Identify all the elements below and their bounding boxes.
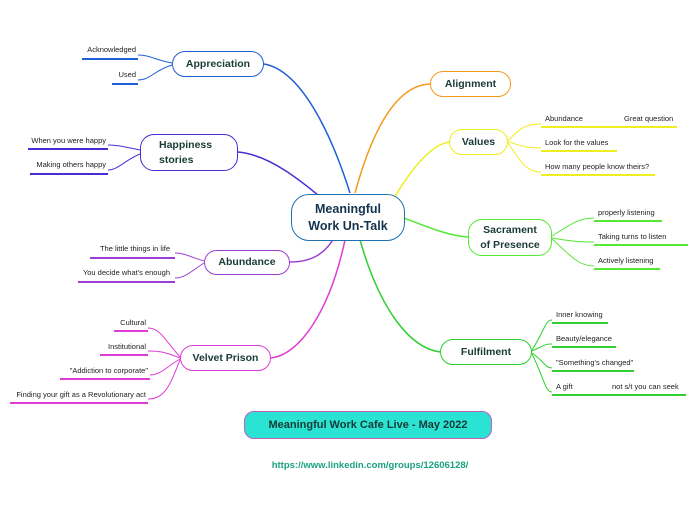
leaf-underline xyxy=(619,126,677,128)
leaf-underline xyxy=(541,126,619,128)
leaf-not-something-you-can-seek[interactable]: not s/t you can seek xyxy=(612,382,679,391)
leaf-great-question[interactable]: Great question xyxy=(624,114,674,123)
leaf-underline xyxy=(552,322,608,324)
leaf-underline xyxy=(594,268,660,270)
topic-happiness-stories[interactable]: Happiness stories xyxy=(140,134,238,171)
connector-fulfilment xyxy=(359,239,441,353)
leaf-how-many-people[interactable]: How many people know theirs? xyxy=(545,162,650,171)
leaf-taking-turns[interactable]: Taking turns to listen xyxy=(598,232,667,241)
leaf-underline xyxy=(100,354,148,356)
leaf-a-gift[interactable]: A gift xyxy=(556,382,573,391)
leaf-underline xyxy=(10,402,148,404)
topic-alignment[interactable]: Alignment xyxy=(430,71,511,97)
leaf-inner-knowing[interactable]: Inner knowing xyxy=(556,310,603,319)
leaf-underline xyxy=(552,394,608,396)
topic-fulfilment-label: Fulfilment xyxy=(460,345,512,358)
leaf-underline xyxy=(594,220,662,222)
leaf-acknowledged[interactable]: Acknowledged xyxy=(87,45,136,54)
topic-fulfilment[interactable]: Fulfilment xyxy=(440,339,532,365)
leaf-underline xyxy=(608,394,686,396)
central-topic[interactable]: Meaningful Work Un-Talk xyxy=(291,194,405,241)
leaf-beauty-elegance[interactable]: Beauty/elegance xyxy=(556,334,612,343)
leaf-you-decide[interactable]: You decide what's enough xyxy=(82,268,170,277)
leaf-underline xyxy=(28,148,108,150)
topic-sacrament-label: Sacrament of Presence xyxy=(480,224,540,251)
leaf-abundance[interactable]: Abundance xyxy=(545,114,583,123)
leaf-making-others-happy[interactable]: Making others happy xyxy=(36,160,106,169)
leaf-used[interactable]: Used xyxy=(118,70,136,79)
leaf-underline xyxy=(90,257,175,259)
leaf-somethings-changed[interactable]: "Something's changed" xyxy=(556,358,634,367)
leaf-addiction-to-corporate[interactable]: "Addiction to corporate" xyxy=(69,366,148,375)
topic-values[interactable]: Values xyxy=(449,129,508,155)
topic-abundance-label: Abundance xyxy=(218,256,276,269)
leaf-little-things[interactable]: The little things in life xyxy=(99,244,170,253)
topic-appreciation-label: Appreciation xyxy=(185,57,251,70)
leaf-underline xyxy=(552,346,616,348)
topic-velvet-prison[interactable]: Velvet Prison xyxy=(180,345,271,371)
leaf-underline xyxy=(82,58,138,60)
connector-sacrament xyxy=(403,217,469,238)
leaf-properly-listening[interactable]: properly listening xyxy=(598,208,655,217)
leaf-institutional[interactable]: Institutional xyxy=(108,342,146,351)
footer-title: Meaningful Work Cafe Live - May 2022 xyxy=(268,419,468,431)
topic-appreciation[interactable]: Appreciation xyxy=(172,51,264,77)
leaf-underline xyxy=(30,173,108,175)
leaf-underline xyxy=(541,150,617,152)
footer-banner[interactable]: Meaningful Work Cafe Live - May 2022 xyxy=(244,411,492,439)
topic-happiness-stories-label: Happiness stories xyxy=(159,139,213,166)
leaf-actively-listening[interactable]: Actively listening xyxy=(598,256,654,265)
topic-values-label: Values xyxy=(461,135,496,148)
leaf-underline xyxy=(541,174,655,176)
connector-alignment xyxy=(354,83,431,194)
leaf-underline xyxy=(552,370,634,372)
footer-link[interactable]: https://www.linkedin.com/groups/12606128… xyxy=(271,460,469,471)
leaf-underline xyxy=(594,244,688,246)
leaf-underline xyxy=(114,330,148,332)
leaf-underline xyxy=(112,83,138,85)
leaf-look-for-values[interactable]: Look for the values xyxy=(545,138,609,147)
connector-appreciation xyxy=(263,63,351,194)
leaf-cultural[interactable]: Cultural xyxy=(120,318,146,327)
topic-alignment-label: Alignment xyxy=(444,77,497,90)
topic-velvet-prison-label: Velvet Prison xyxy=(192,351,259,364)
leaf-when-you-were-happy[interactable]: When you were happy xyxy=(31,136,106,145)
central-topic-label: Meaningful Work Un-Talk xyxy=(308,201,388,233)
topic-abundance[interactable]: Abundance xyxy=(204,250,290,275)
leaf-underline xyxy=(78,281,175,283)
topic-sacrament-of-presence[interactable]: Sacrament of Presence xyxy=(468,219,552,256)
connector-values xyxy=(389,141,450,206)
leaf-underline xyxy=(60,378,150,380)
connector-velvet xyxy=(270,239,346,359)
leaf-finding-your-gift[interactable]: Finding your gift as a Revolutionary act xyxy=(16,390,146,399)
